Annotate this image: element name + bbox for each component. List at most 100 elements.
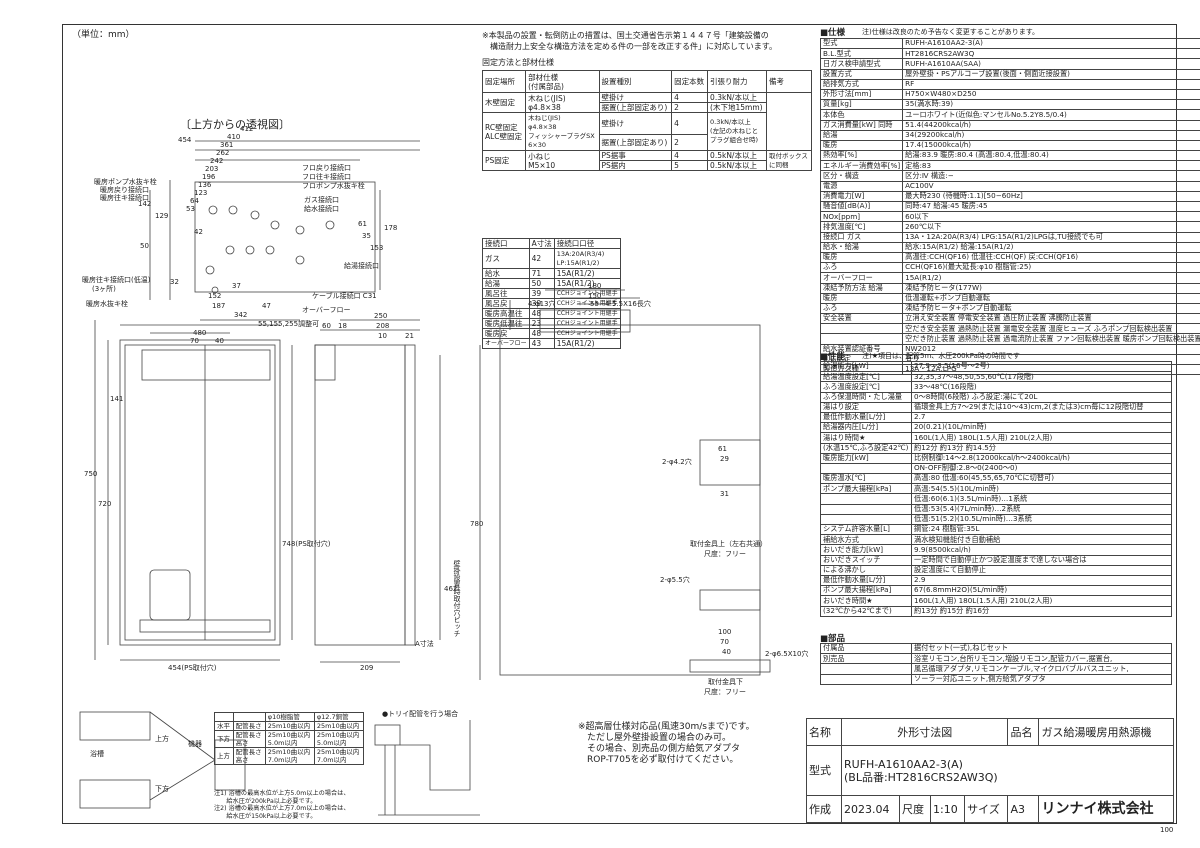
spec-value: 立消え安全装置 停電安全装置 過圧防止装置 沸騰防止装置 — [902, 313, 1200, 325]
perf-value: 2.9 — [911, 574, 1172, 587]
conn-heat-low-size: CCHジョイント用継手 — [553, 318, 621, 329]
label-hot-water-connection: 給湯接続口 — [344, 262, 379, 270]
perf-key: 最低作動水量[L/分] — [820, 574, 912, 587]
spec-row: 熱効率[%]給湯:83.9 暖房:80.4 (高温:80.4,低温:80.4) — [819, 150, 1200, 162]
pipe-title: ●トリイ配管を行う場合 — [382, 710, 459, 718]
conn-header-a: A寸法 — [528, 238, 555, 249]
perf-value: 設定温度にて自動停止 — [911, 564, 1172, 576]
perf-value: 67(6.8mmH2O)(5L/min時) — [911, 585, 1172, 597]
perf-key: おいだき時間★ — [820, 595, 912, 607]
notes-top: ※本製品の設置・転倒防止の措置は、国土交通省告示第１４４７号「建築設備の 構造耐… — [482, 31, 777, 51]
spec-title: ■仕様 — [820, 28, 846, 38]
perf-row: 給湯温度設定[℃]32,35,37〜48,50,55,60℃(17段階) — [820, 371, 1172, 383]
perf-row: ポンプ最大揚程[kPa]高温:54(5.5)(10L/min時) — [820, 483, 1172, 495]
conn-overflow-a: 43 — [528, 338, 555, 349]
dim-203: 203 — [205, 165, 219, 173]
perf-row: システム許容水量[L]鋼管:24 樹脂管:35L — [820, 523, 1172, 536]
spec-row: 区分・構造区分:Ⅳ 構造:− — [819, 170, 1200, 182]
tb-date-label: 作成 — [806, 795, 842, 823]
conn-heat-high-a: 48 — [528, 308, 555, 319]
spec-value: 高温往:CCH(QF16) 低温往:CCH(QF) 戻:CCH(QF16) — [902, 251, 1200, 264]
spec-value: 35(満水時:39) — [902, 99, 1200, 111]
spec-key: 暖房 — [819, 139, 904, 152]
dim-53: 53 — [186, 205, 195, 213]
perf-row: ON-OFF制御:2.8〜0(2400〜0) — [820, 462, 1172, 475]
conn-gas: ガス — [482, 248, 530, 269]
spec-value: 低温運転+ポンプ自動運転 — [902, 292, 1200, 304]
perf-key: 湯はり時間★ — [820, 432, 912, 444]
perf-note: 注)★項目は、配管5m、水圧200kPa時の時間です — [862, 352, 1020, 360]
pipe-r3-1: 配管長さ 高さ — [232, 747, 266, 765]
pipe-fig-tub: 浴槽 — [90, 750, 104, 758]
perf-value: 33〜48℃(16段階) — [911, 381, 1172, 393]
perf-value: 一定時間で自動停止かつ設定温度まで達しない場合は — [911, 554, 1172, 566]
spec-row: 暖房低温運転+ポンプ自動運転 — [819, 292, 1200, 304]
spec-row: 外形寸法[mm]H750×W480×D250 — [819, 88, 1200, 101]
perf-key: 暖房能力[kW] — [820, 452, 912, 464]
dim-412: 412 — [240, 125, 254, 133]
top-view-title: 〔上方からの透視図〕 — [180, 118, 290, 131]
spec-key — [819, 323, 904, 335]
spec-key — [819, 333, 904, 345]
spec-row: NOx[ppm]60以下 — [819, 211, 1200, 223]
pipe-h2: φ10樹脂管 — [264, 712, 315, 722]
spec-note: 注)仕様は改良のため予告なく変更することがあります。 — [862, 28, 1040, 36]
parts-value: 風呂循環アダプタ,リモコンケーブル,マイクロバブルバスユニット, — [911, 663, 1172, 675]
fix-r1-remarks — [766, 92, 812, 151]
perf-row: 最低作動水量[L/分]2.7 — [820, 411, 1172, 424]
parts-row: 風呂循環アダプタ,リモコンケーブル,マイクロバブルバスユニット, — [820, 663, 1172, 675]
parts-key: 別売品 — [820, 653, 912, 665]
dim-42: 42 — [194, 228, 203, 236]
spec-key: 給湯 — [819, 129, 904, 141]
conn-gas-a: 42 — [528, 248, 555, 269]
spec-key: 外形寸法[mm] — [819, 88, 904, 101]
spec-value: 260℃以下 — [902, 221, 1200, 233]
spec-value: RF — [902, 78, 1200, 90]
fix-r3-parts: 木ねじ(JIS) φ4.8×38 フィッシャープラグSX 6×30 — [525, 112, 600, 151]
note-bottom: ※超高層仕様対応品(風速30m/sまで)です。 ただし屋外壁掛設置の場合のみ可。… — [578, 722, 755, 765]
sv-dim-209: 209 — [360, 664, 374, 672]
tb-company: リンナイ株式会社 — [1038, 795, 1174, 823]
conn-heat-return-size: CCHジョイント用継手 — [553, 328, 621, 339]
spec-key: 電源 — [819, 180, 904, 192]
fix-r5-type: PS据事 — [598, 150, 673, 161]
perf-key — [820, 513, 912, 526]
perf-key: による沸かし — [820, 564, 912, 576]
perf-row: 低温:53(5.4)(7L/min時)…2系統 — [820, 503, 1172, 515]
perf-value: 160L(1人用) 180L(1.5人用) 210L(2人用) — [911, 432, 1172, 444]
parts-value: 浴室リモコン,台所リモコン,増設リモコン,配管カバー,据置台, — [911, 653, 1172, 665]
parts-row: 付属品据付セット(一式),ねじセット — [820, 642, 1172, 655]
tb-scale-value: 1:10 — [930, 795, 966, 823]
spec-row: 消費電力[W]最大時230 (待機時:1.1)[50−60Hz] — [819, 190, 1200, 203]
perf-value: 低温:60(6.1)(3.5L/min時)…1系統 — [911, 493, 1172, 505]
dim-61: 61 — [358, 220, 367, 228]
perf-value: 27.9〜3.5(16号〜2号) — [911, 360, 1172, 373]
perf-key: おいだきスイッチ — [820, 554, 912, 566]
perf-row: 湯はり設定循環金具上方7〜29(または10〜43)cm,2(または3)cm毎に1… — [820, 401, 1172, 413]
unit-label: （単位：mm） — [72, 30, 135, 40]
spec-value: CCH(QF16)(最大延長:φ10 樹脂管:25) — [902, 262, 1200, 274]
perf-key: ふろ保温時間・たし湯量 — [820, 391, 912, 403]
fv-dim-748: 748(PS取付穴) — [282, 540, 331, 548]
spec-value: 最大時230 (待機時:1.1)[50−60Hz] — [902, 190, 1200, 203]
pipe-fig-unit: 機器 — [188, 740, 202, 748]
spec-key: 本体色 — [819, 109, 904, 121]
br-dim-29: 29 — [720, 455, 729, 463]
dim-123: 123 — [194, 189, 208, 197]
pipe-r3-0: 上方 — [214, 747, 234, 765]
spec-row: 質量[kg]35(満水時:39) — [819, 99, 1200, 111]
perf-row: による沸かし設定温度にて自動停止 — [820, 564, 1172, 576]
br-caption1: 取付金具上（左右共通） — [690, 540, 767, 548]
perf-row: おいだき能力[kW]9.9(8500kcal/h) — [820, 544, 1172, 556]
fix-header-strength: 引張り耐力 — [707, 70, 768, 93]
conn-water-size: 15A(R1/2) — [553, 268, 621, 279]
dim-35: 35 — [362, 232, 371, 240]
perf-value: 約12分 約13分 約14.5分 — [911, 442, 1172, 454]
dim-242: 242 — [210, 157, 224, 165]
fix-r5-count: 4 — [671, 150, 709, 161]
